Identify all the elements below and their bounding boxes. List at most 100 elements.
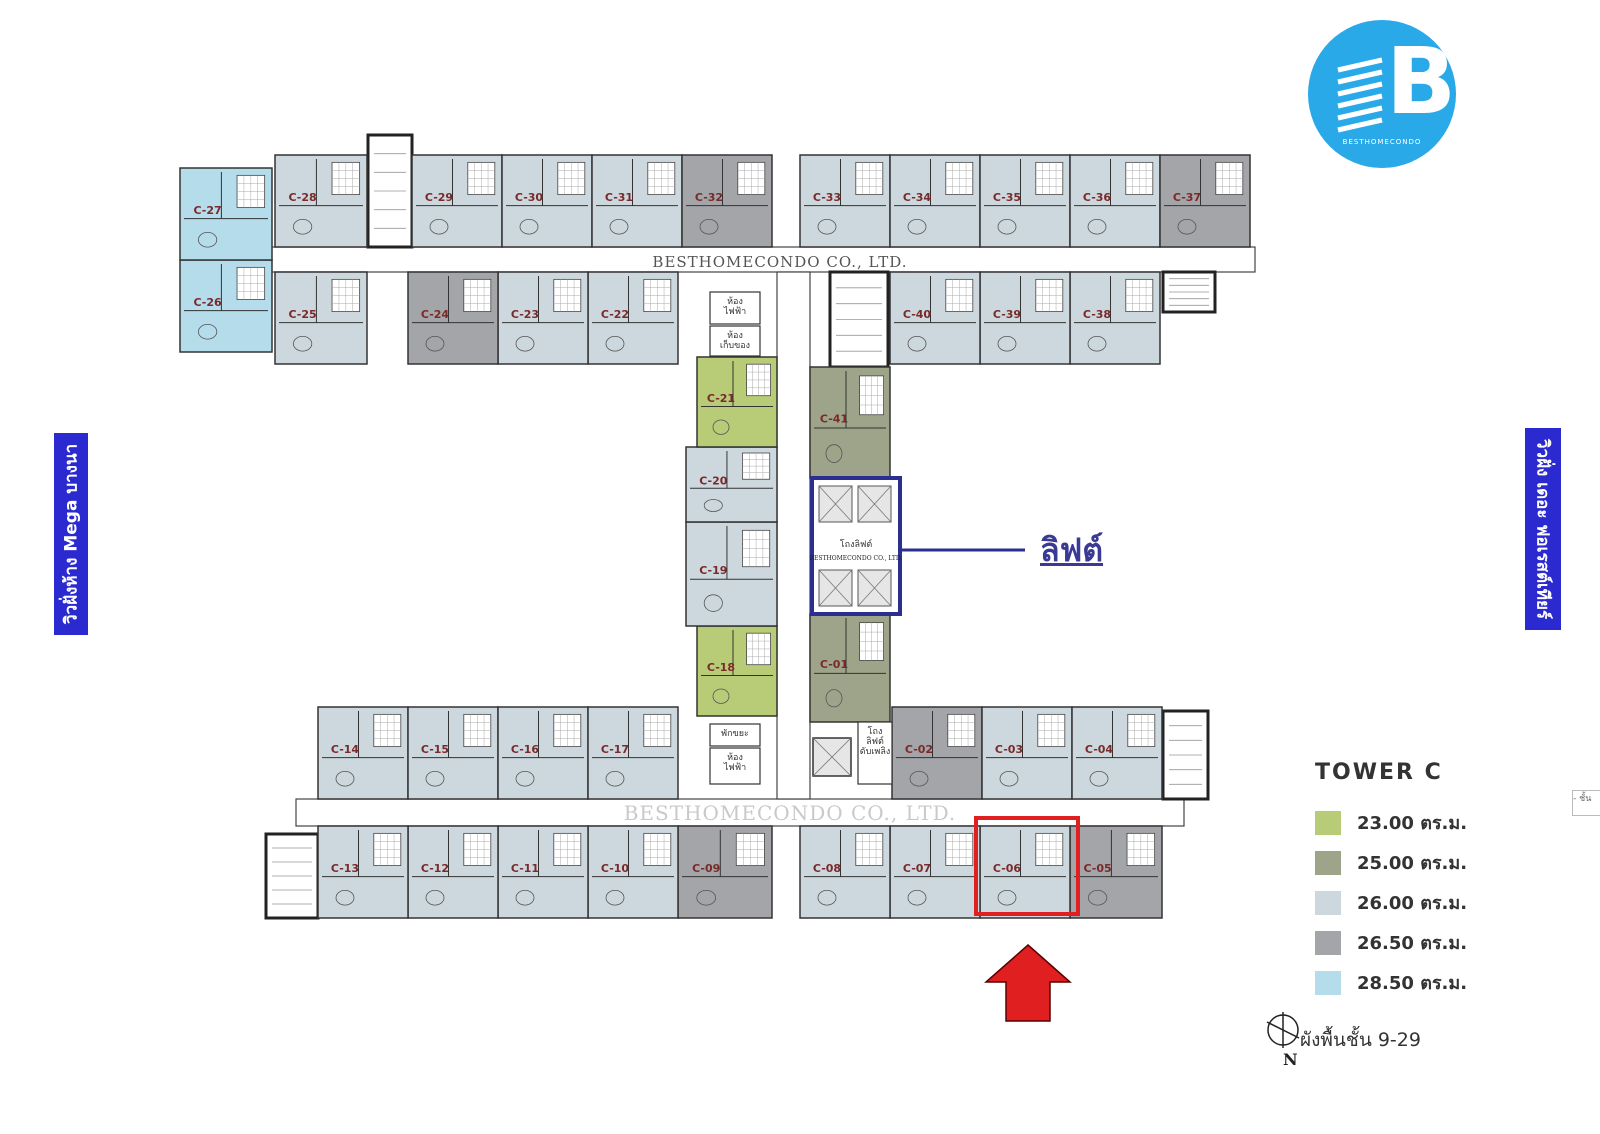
unit-label: C-12 — [421, 862, 449, 875]
north-symbol — [1266, 1012, 1300, 1048]
unit-label: C-04 — [1085, 743, 1114, 756]
svg-text:ลิฟต์: ลิฟต์ — [866, 735, 884, 747]
unit-label: C-06 — [993, 862, 1022, 875]
service-fire-lift-lobby: โถงลิฟต์ดับเพลิง — [857, 721, 893, 785]
unit-c-05: C-05 — [1069, 825, 1163, 919]
corridor-center — [776, 271, 811, 800]
unit-label: C-41 — [820, 413, 848, 426]
unit-c-35: C-35 — [979, 154, 1071, 248]
stair-2 — [1161, 270, 1217, 314]
unit-c-03: C-03 — [981, 706, 1073, 800]
stair-1 — [366, 133, 414, 249]
corridors — [264, 133, 1256, 920]
lift-lobby-label: โถงลิฟต์ — [840, 538, 873, 550]
unit-label: C-32 — [695, 191, 723, 204]
unit-c-33: C-33 — [799, 154, 891, 248]
stair-4 — [1161, 709, 1210, 801]
unit-c-10: C-10 — [587, 825, 679, 919]
unit-label: C-22 — [601, 308, 629, 321]
unit-label: C-15 — [421, 743, 449, 756]
legend-label: 28.50 ตร.ม. — [1357, 973, 1468, 994]
lift-label: ลิฟต์ — [1040, 531, 1104, 569]
unit-label: C-24 — [421, 308, 450, 321]
tower-title: TOWER C — [1315, 760, 1443, 785]
unit-c-28: C-28 — [274, 154, 368, 248]
unit-label: C-36 — [1083, 191, 1112, 204]
corridor-bottom — [295, 798, 1185, 827]
svg-text:ดับเพลิง: ดับเพลิง — [860, 746, 890, 757]
unit-label: C-17 — [601, 743, 629, 756]
unit-c-26: C-26 — [179, 259, 273, 353]
unit-label: C-28 — [288, 191, 316, 204]
logo-letter: B — [1386, 28, 1457, 135]
svg-text:เก็บของ: เก็บของ — [720, 338, 750, 351]
legend-swatch — [1315, 890, 1341, 915]
unit-c-19: C-19 — [685, 521, 778, 627]
legend-label: 26.00 ตร.ม. — [1357, 893, 1468, 914]
highlight-box-c-06 — [974, 816, 1080, 916]
unit-label: C-05 — [1083, 862, 1111, 875]
unit-c-40: C-40 — [889, 271, 981, 365]
watermark-top: BESTHOMECONDO CO., LTD. — [652, 253, 907, 271]
services-layer: ห้องไฟฟ้าห้องเก็บของพักขยะห้องไฟฟ้าโถงลิ… — [709, 291, 893, 785]
legend-swatch — [1315, 970, 1341, 995]
unit-c-02: C-02 — [891, 706, 983, 800]
unit-c-36: C-36 — [1069, 154, 1161, 248]
watermark-bottom: BESTHOMECONDO CO., LTD. — [624, 801, 957, 825]
svg-text:ไฟฟ้า: ไฟฟ้า — [723, 762, 746, 773]
unit-label: C-11 — [511, 862, 539, 875]
unit-label: C-33 — [813, 191, 841, 204]
lift-core: โถงลิฟต์ BESTHOMECONDO CO., LTD. — [810, 476, 1025, 616]
logo-wordmark: BESTHOMECONDO — [1342, 138, 1422, 146]
unit-label: C-07 — [903, 862, 931, 875]
legend-label: 26.50 ตร.ม. — [1357, 933, 1468, 954]
legend-row: 23.00 ตร.ม. — [1315, 808, 1467, 837]
unit-label: C-31 — [605, 191, 633, 204]
unit-c-30: C-30 — [501, 154, 593, 248]
legend-swatch — [1315, 850, 1341, 875]
logo-building-icon — [1337, 57, 1383, 133]
unit-c-16: C-16 — [497, 706, 589, 800]
unit-c-08: C-08 — [799, 825, 891, 919]
unit-label: C-39 — [993, 308, 1021, 321]
north-label: N — [1283, 1050, 1298, 1069]
unit-label: C-23 — [511, 308, 539, 321]
floor-note: ผังพื้นชั้น 9-29 — [1300, 1029, 1421, 1051]
lift-watermark: BESTHOMECONDO CO., LTD. — [810, 555, 903, 562]
legend-label: 25.00 ตร.ม. — [1357, 853, 1468, 874]
legend-row: 26.00 ตร.ม. — [1315, 888, 1467, 917]
unit-label: C-20 — [699, 475, 728, 488]
svg-text:โถง: โถง — [868, 726, 883, 737]
unit-c-29: C-29 — [411, 154, 503, 248]
unit-label: C-25 — [288, 308, 316, 321]
svg-text:ห้อง: ห้อง — [727, 296, 743, 307]
service-garbage: พักขยะ — [709, 723, 761, 747]
unit-label: C-38 — [1083, 308, 1111, 321]
legend-label: 23.00 ตร.ม. — [1357, 813, 1468, 834]
unit-c-14: C-14 — [317, 706, 409, 800]
unit-c-37: C-37 — [1159, 154, 1251, 248]
unit-label: C-01 — [820, 658, 848, 671]
unit-c-01: C-01 — [809, 613, 891, 723]
unit-c-07: C-07 — [889, 825, 981, 919]
legend-swatch — [1315, 810, 1341, 835]
unit-label: C-27 — [193, 204, 221, 217]
unit-c-31: C-31 — [591, 154, 683, 248]
edge-tag: - ชั้น — [1572, 790, 1600, 816]
unit-c-27: C-27 — [179, 167, 273, 261]
unit-label: C-34 — [903, 191, 932, 204]
unit-c-17: C-17 — [587, 706, 679, 800]
unit-label: C-40 — [903, 308, 932, 321]
highlight-arrow — [984, 944, 1072, 1022]
stair-3 — [828, 270, 890, 369]
unit-c-12: C-12 — [407, 825, 499, 919]
unit-c-13: C-13 — [317, 825, 409, 919]
legend-row: 28.50 ตร.ม. — [1315, 968, 1467, 997]
unit-c-18: C-18 — [696, 625, 778, 717]
unit-label: C-14 — [331, 743, 360, 756]
unit-label: C-16 — [511, 743, 540, 756]
svg-text:ไฟฟ้า: ไฟฟ้า — [723, 306, 746, 317]
unit-label: C-19 — [699, 564, 727, 577]
